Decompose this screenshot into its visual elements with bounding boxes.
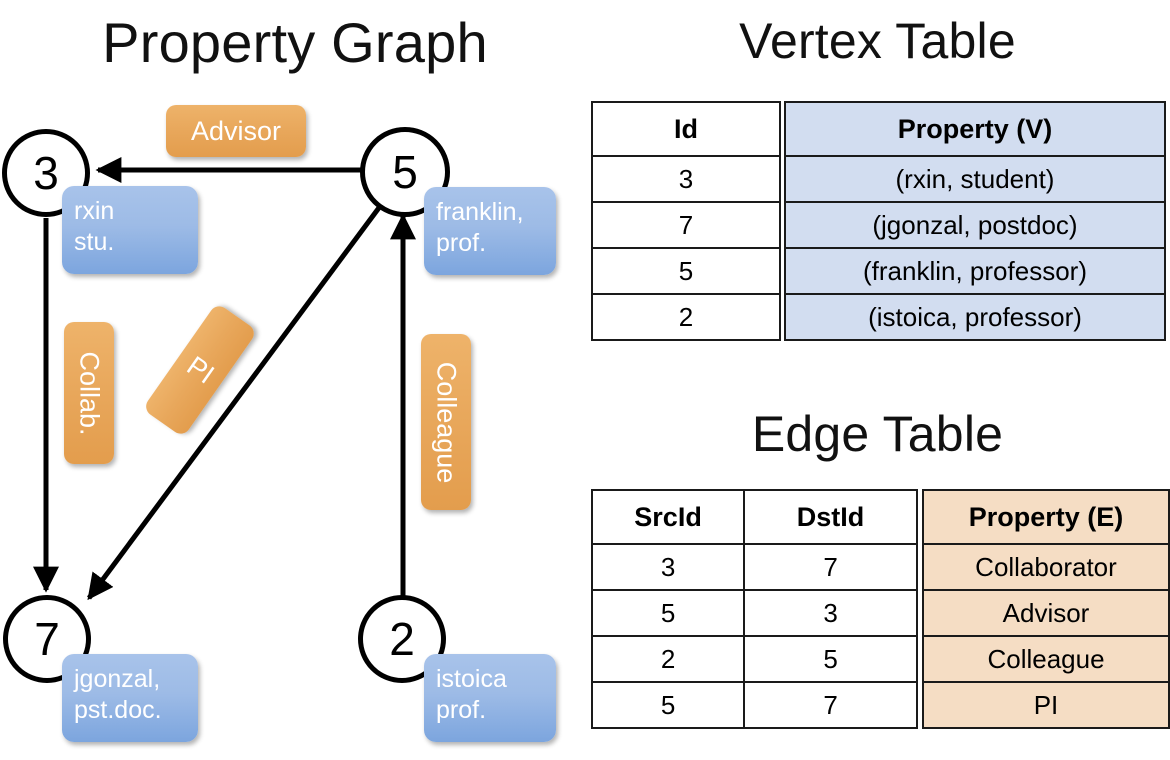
edge-cell-dst: 5	[743, 635, 918, 683]
graph-node-2[interactable]: 2	[358, 595, 446, 683]
edge-col-header-dstid: DstId	[743, 489, 918, 545]
table-row: 3 7	[590, 543, 918, 591]
vertex-property-line: istoica	[436, 665, 507, 693]
vertex-cell-id: 2	[591, 293, 781, 341]
vertex-cell-property: (istoica, professor)	[784, 293, 1166, 341]
table-header-row: Property (V)	[784, 101, 1166, 157]
page-title-edge-table: Edge Table	[751, 406, 1004, 462]
edge-label-text: Collab.	[74, 350, 105, 436]
edge-col-header-srcid: SrcId	[590, 489, 746, 545]
edge-label-text: Advisor	[190, 115, 282, 146]
table-row: (jgonzal, postdoc)	[784, 201, 1166, 249]
edge-table-src-dst-columns: SrcId DstId 3 7 5 3 2 5 5 7	[590, 489, 918, 729]
vertex-property-line: rxin	[74, 197, 115, 225]
vertex-cell-property: (franklin, professor)	[784, 247, 1166, 295]
vertex-table-property-column: Property (V) (rxin, student) (jgonzal, p…	[784, 101, 1166, 341]
graph-edges-svg	[33, 157, 416, 601]
vertex-col-header-id: Id	[591, 101, 781, 157]
edge-cell-property: PI	[922, 681, 1170, 729]
edge-cell-property: Collaborator	[922, 543, 1170, 591]
edge-cell-dst: 7	[743, 681, 918, 729]
table-row: 5 7	[590, 681, 918, 729]
vertex-cell-property: (jgonzal, postdoc)	[784, 201, 1166, 249]
edge-cell-src: 5	[590, 589, 746, 637]
table-header-row: Id	[591, 101, 781, 157]
edge-label-text: PI	[181, 349, 220, 390]
edge-cell-property: Colleague	[922, 635, 1170, 683]
table-row: 3	[591, 155, 781, 203]
table-row: 2	[591, 293, 781, 341]
table-header-row: SrcId DstId	[590, 489, 918, 545]
vertex-property-line: pst.doc.	[74, 696, 162, 724]
property-graph-panel: Property Graph 3 5 7 2 rxin stu. frankli…	[2, 11, 556, 742]
table-row: (istoica, professor)	[784, 293, 1166, 341]
table-row: 2 5	[590, 635, 918, 683]
table-header-row: Property (E)	[922, 489, 1170, 545]
table-row: Advisor	[922, 589, 1170, 637]
vertex-property-box-7: jgonzal, pst.doc.	[62, 654, 198, 742]
vertex-cell-id: 7	[591, 201, 781, 249]
vertex-col-header-property: Property (V)	[784, 101, 1166, 157]
table-row: Colleague	[922, 635, 1170, 683]
edge-cell-src: 5	[590, 681, 746, 729]
table-row: 5	[591, 247, 781, 295]
page-title-vertex-table: Vertex Table	[739, 13, 1016, 69]
edge-label-advisor: Advisor	[166, 105, 306, 157]
vertex-property-line: prof.	[436, 229, 487, 257]
vertex-table-id-column: Id 3 7 5 2	[591, 101, 781, 341]
edge-cell-src: 3	[590, 543, 746, 591]
edge-label-text: Colleague	[431, 361, 462, 483]
table-row: 7	[591, 201, 781, 249]
table-row: Collaborator	[922, 543, 1170, 591]
page-title-property-graph: Property Graph	[102, 11, 488, 74]
edge-cell-dst: 3	[743, 589, 918, 637]
table-row: PI	[922, 681, 1170, 729]
vertex-property-box-5: franklin, prof.	[424, 187, 556, 275]
edge-cell-dst: 7	[743, 543, 918, 591]
vertex-property-line: franklin,	[436, 198, 524, 226]
edge-col-header-property: Property (E)	[922, 489, 1170, 545]
vertex-property-box-2: istoica prof.	[424, 654, 556, 742]
vertex-property-line: stu.	[74, 228, 115, 256]
table-row: 5 3	[590, 589, 918, 637]
vertex-property-line: jgonzal,	[74, 665, 161, 693]
vertex-cell-property: (rxin, student)	[784, 155, 1166, 203]
vertex-property-line: prof.	[436, 696, 487, 724]
edge-cell-src: 2	[590, 635, 746, 683]
vertex-cell-id: 5	[591, 247, 781, 295]
edge-label-colleague: Colleague	[421, 334, 471, 510]
vertex-property-box-3: rxin stu.	[62, 186, 198, 274]
table-row: (franklin, professor)	[784, 247, 1166, 295]
edge-5-to-7	[86, 203, 384, 601]
edge-table-property-column: Property (E) Collaborator Advisor Collea…	[922, 489, 1170, 729]
edge-cell-property: Advisor	[922, 589, 1170, 637]
vertex-cell-id: 3	[591, 155, 781, 203]
edge-label-collab: Collab.	[64, 322, 114, 464]
table-row: (rxin, student)	[784, 155, 1166, 203]
